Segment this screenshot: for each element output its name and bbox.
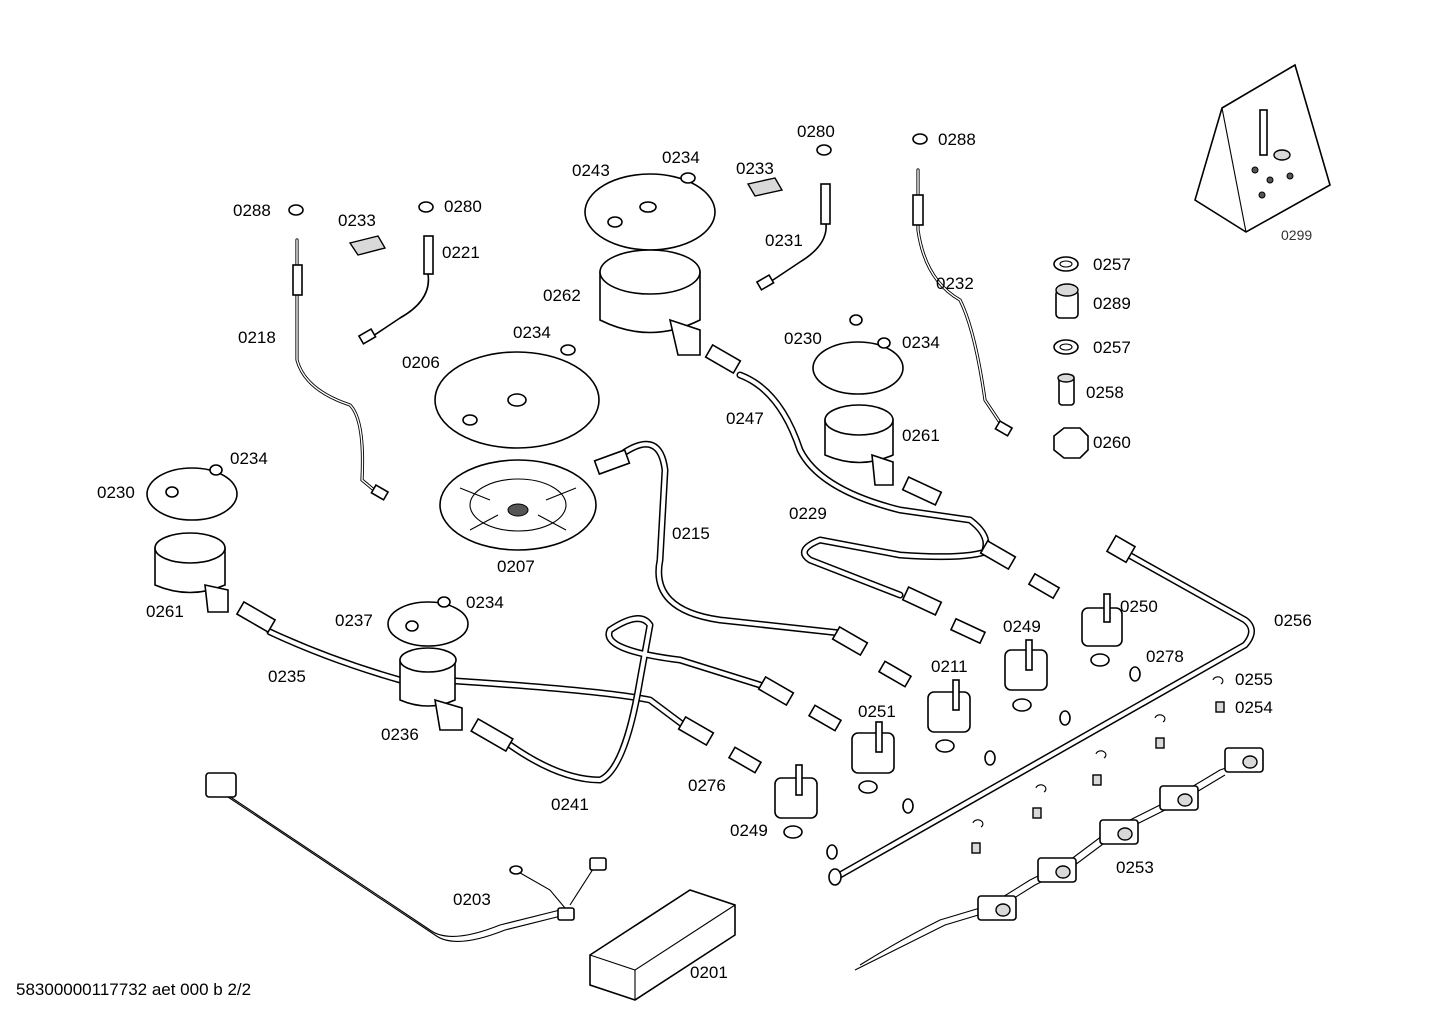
- burner-body-0236: [399, 647, 463, 731]
- label-0254: 0254: [1235, 698, 1273, 717]
- part-labels: 0288 0233 0280 0221 0218 0243 0234 0233 …: [97, 122, 1312, 982]
- ignition-electrode-0221: [357, 235, 434, 345]
- thermocouple-0218: [292, 238, 390, 501]
- label-0233b: 0233: [736, 159, 774, 178]
- label-0233a: 0233: [338, 211, 376, 230]
- label-0278: 0278: [1146, 647, 1184, 666]
- label-0201: 0201: [690, 963, 728, 982]
- label-0230a: 0230: [784, 329, 822, 348]
- burner-cap-0206: [434, 344, 600, 449]
- label-0234c: 0234: [902, 333, 940, 352]
- label-0250: 0250: [1120, 597, 1158, 616]
- union-parts: [1053, 256, 1089, 459]
- spare-part-kit-0299: [1194, 63, 1331, 233]
- label-0236: 0236: [381, 725, 419, 744]
- label-0288a: 0288: [233, 201, 271, 220]
- label-0257b: 0257: [1093, 338, 1131, 357]
- label-0258: 0258: [1086, 383, 1124, 402]
- label-0234b: 0234: [513, 323, 551, 342]
- label-0299: 0299: [1281, 227, 1312, 243]
- label-0241: 0241: [551, 795, 589, 814]
- cable-harness-0203: [205, 772, 607, 942]
- gas-valves: [774, 593, 1141, 860]
- label-0237: 0237: [335, 611, 373, 630]
- label-0247: 0247: [726, 409, 764, 428]
- nozzle-fittings: [235, 343, 1061, 774]
- gas-tube-0247: [736, 371, 990, 554]
- label-0253: 0253: [1116, 858, 1154, 877]
- label-0206: 0206: [402, 353, 440, 372]
- gas-valve-0211: [927, 679, 996, 766]
- burner-body-0262: [599, 249, 701, 356]
- label-0280b: 0280: [797, 122, 835, 141]
- label-0255: 0255: [1235, 670, 1273, 689]
- ignition-switch-harness-0253: [854, 747, 1264, 971]
- label-0260: 0260: [1093, 433, 1131, 452]
- label-0257a: 0257: [1093, 255, 1131, 274]
- label-0251: 0251: [858, 702, 896, 721]
- burner-cap-0230b: [812, 314, 904, 395]
- label-0288b: 0288: [938, 130, 976, 149]
- label-0229: 0229: [789, 504, 827, 523]
- label-0262: 0262: [543, 286, 581, 305]
- label-0207: 0207: [497, 557, 535, 576]
- label-0234a: 0234: [662, 148, 700, 167]
- label-0215: 0215: [672, 524, 710, 543]
- label-0203: 0203: [453, 890, 491, 909]
- label-0261a: 0261: [902, 426, 940, 445]
- gas-valve-0249a: [1004, 639, 1071, 726]
- gas-tube-0215: [621, 440, 844, 637]
- label-0289: 0289: [1093, 294, 1131, 313]
- label-0234d: 0234: [230, 449, 268, 468]
- clip-0233b: [746, 177, 784, 197]
- gas-valve-0249b: [774, 764, 838, 860]
- gas-valve-0250: [1081, 593, 1141, 682]
- gas-manifold-pipe: [828, 534, 1255, 886]
- clip-0233a: [348, 235, 387, 256]
- burner-cap-0230a: [146, 464, 238, 521]
- gas-tube-0229: [800, 536, 994, 599]
- burner-cap-0243: [584, 172, 716, 251]
- label-0211: 0211: [931, 657, 968, 676]
- burner-body-0261a: [154, 532, 229, 613]
- burner-body-0207: [439, 459, 597, 551]
- label-0218: 0218: [238, 328, 276, 347]
- label-0234e: 0234: [466, 593, 504, 612]
- ignition-module-0201: [589, 889, 736, 1001]
- clips-and-springs: [971, 676, 1225, 854]
- gas-tube-0241: [506, 615, 764, 784]
- label-0232: 0232: [936, 274, 974, 293]
- label-0230b: 0230: [97, 483, 135, 502]
- label-0280a: 0280: [444, 197, 482, 216]
- label-0221: 0221: [442, 243, 480, 262]
- burner-body-0261b: [824, 404, 894, 486]
- thermocouple-0232: [912, 168, 1014, 437]
- label-0256: 0256: [1274, 611, 1312, 630]
- document-footer-code: 58300000117732 aet 000 b 2/2: [16, 980, 252, 999]
- burner-cap-0237: [387, 596, 469, 647]
- label-0276: 0276: [688, 776, 726, 795]
- gas-valve-0251: [851, 721, 914, 814]
- label-0261b: 0261: [146, 602, 184, 621]
- label-0249a: 0249: [1003, 617, 1041, 636]
- ignition-electrode-0231: [755, 183, 831, 291]
- label-0231: 0231: [765, 231, 803, 250]
- washers: [288, 133, 928, 216]
- label-0235: 0235: [268, 667, 306, 686]
- label-0243: 0243: [572, 161, 610, 180]
- label-0249b: 0249: [730, 821, 768, 840]
